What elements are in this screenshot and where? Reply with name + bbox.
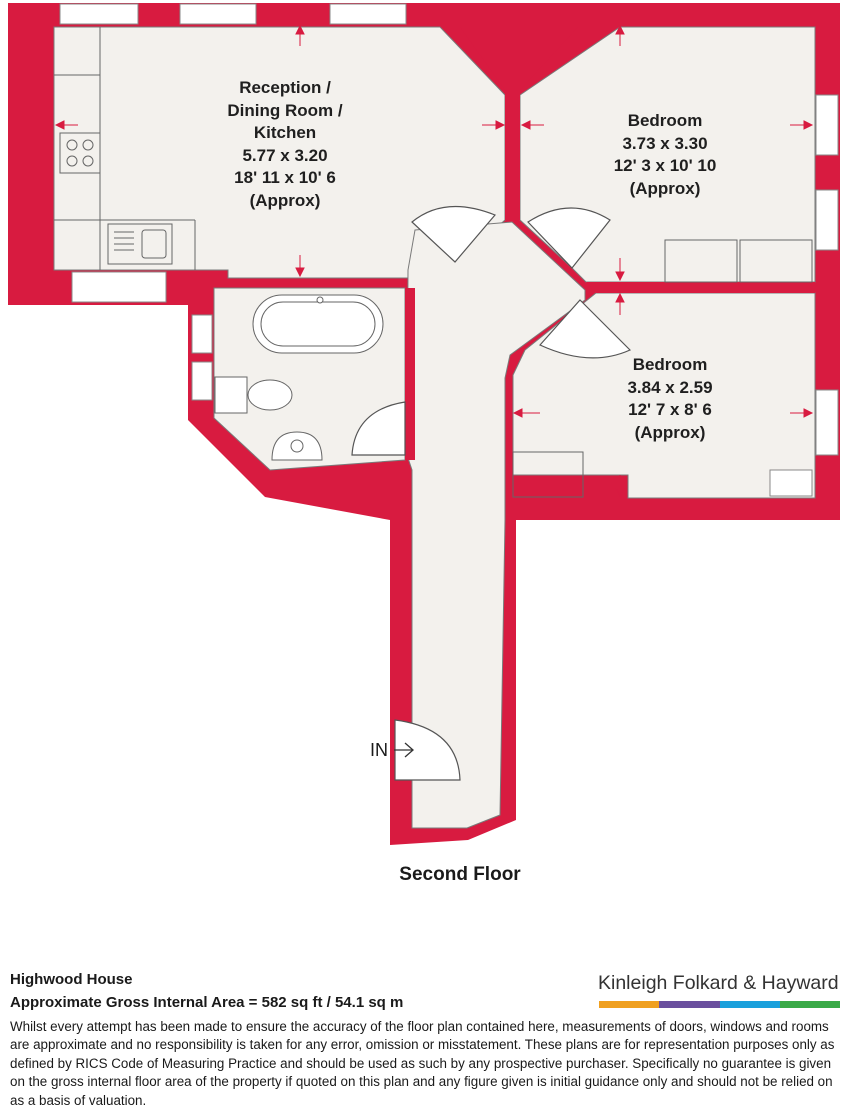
disclaimer-text: Whilst every attempt has been made to en… — [10, 1019, 835, 1108]
reception-label: Reception / Dining Room / Kitchen 5.77 x… — [190, 77, 380, 212]
window — [191, 314, 213, 354]
window — [815, 389, 839, 456]
door-swing — [527, 207, 611, 269]
entrance-arrow-icon — [394, 742, 414, 758]
entrance-door-swing — [394, 719, 461, 781]
window — [179, 3, 257, 25]
room-name-line: Reception / — [239, 78, 331, 97]
room-imperial: 12' 3 x 10' 10 — [613, 156, 717, 175]
room-name-line: Dining Room / — [227, 100, 343, 120]
window — [191, 361, 213, 401]
window — [769, 469, 813, 497]
room-name-line: Bedroom — [627, 111, 703, 130]
toilet-icon — [247, 379, 293, 411]
room-approx-note: (Approx) — [629, 178, 701, 198]
property-name: Highwood House — [10, 971, 133, 988]
room-metric: 3.84 x 2.59 — [627, 377, 713, 397]
floor-plan — [8, 3, 840, 845]
entrance-label: IN — [370, 740, 388, 760]
dimension-arrows — [54, 24, 814, 498]
bedroom-1-label: Bedroom 3.73 x 3.30 12' 3 x 10' 10 (Appr… — [580, 110, 750, 200]
toilet-cistern-icon — [214, 376, 248, 414]
window — [71, 271, 167, 303]
door-swing — [351, 401, 406, 456]
room-metric: 3.73 x 3.30 — [622, 133, 708, 153]
doors — [351, 205, 632, 781]
room-floors — [53, 26, 816, 829]
room-imperial: 18' 11 x 10' 6 — [234, 168, 336, 187]
brand-color-bar — [599, 1001, 840, 1008]
bedroom-2-label: Bedroom 3.84 x 2.59 12' 7 x 8' 6 (Approx… — [585, 354, 755, 444]
wardrobe — [664, 239, 738, 283]
window — [815, 94, 839, 156]
brand-bar-segment — [599, 1001, 660, 1008]
window — [815, 189, 839, 251]
sink-icon — [107, 223, 173, 265]
wardrobe — [739, 239, 813, 283]
windows — [59, 3, 839, 497]
kitchen-fixtures — [54, 27, 196, 270]
interior-walls — [405, 27, 815, 460]
room-metric: 5.77 x 3.20 — [242, 145, 328, 165]
window — [59, 3, 139, 25]
gross-internal-area: Approximate Gross Internal Area = 582 sq… — [10, 994, 404, 1011]
room-name-line: Kitchen — [253, 123, 317, 142]
floor-title: Second Floor — [399, 864, 521, 885]
window — [329, 3, 407, 25]
brand-bar-segment — [779, 1001, 840, 1008]
brand-bar-segment — [719, 1001, 780, 1008]
door-swing — [539, 299, 632, 359]
room-name-line: Bedroom — [632, 355, 708, 374]
room-imperial: 12' 7 x 8' 6 — [628, 400, 712, 419]
brand-logo-text: Kinleigh Folkard & Hayward — [598, 972, 839, 994]
wardrobe — [512, 451, 584, 498]
bathroom-fixtures — [214, 294, 384, 461]
room-approx-note: (Approx) — [249, 190, 321, 210]
door-swing — [411, 205, 496, 263]
wardrobes — [512, 239, 813, 498]
room-approx-note: (Approx) — [634, 422, 706, 442]
brand-bar-segment — [659, 1001, 720, 1008]
